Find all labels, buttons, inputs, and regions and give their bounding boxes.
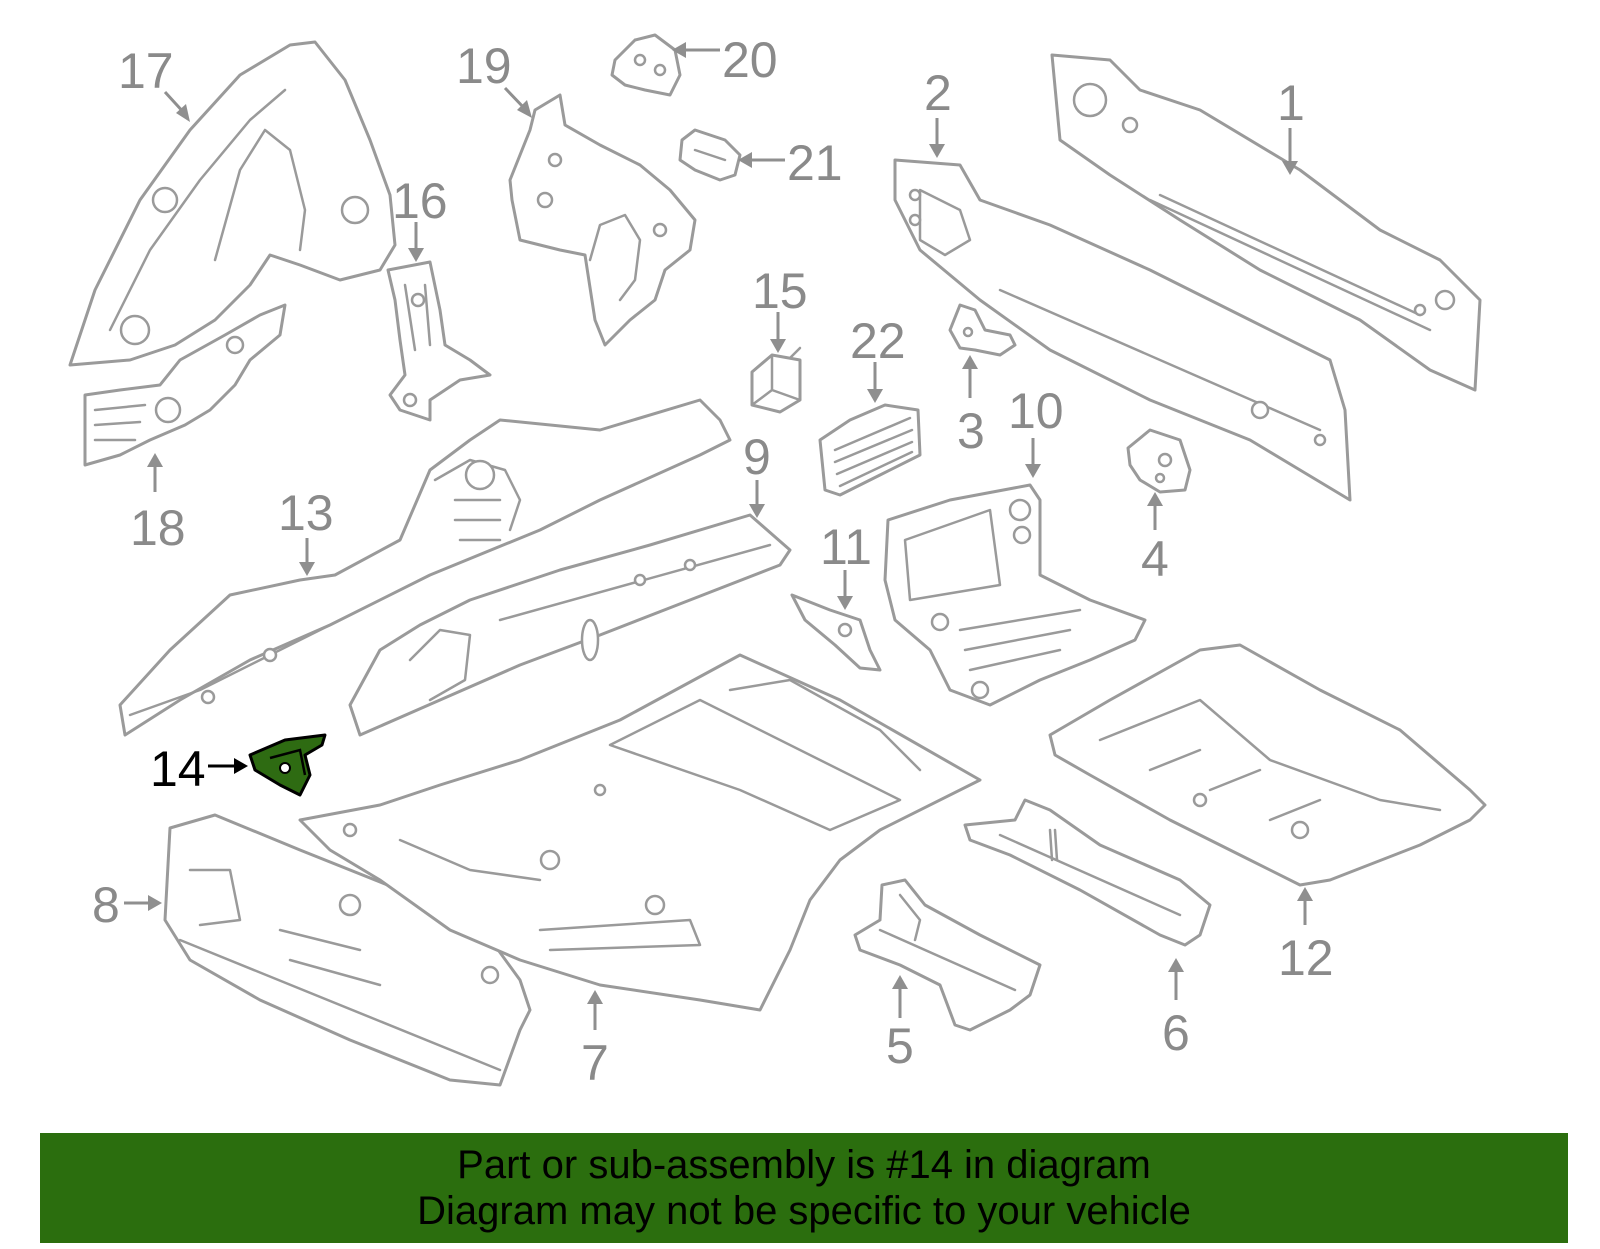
callout-19: 19 <box>456 38 532 118</box>
callout-8: 8 <box>92 877 162 933</box>
callout-16-label: 16 <box>392 173 448 229</box>
callout-22: 22 <box>850 313 906 403</box>
callout-9-label: 9 <box>743 429 771 485</box>
part-2-shape <box>893 158 1352 502</box>
part-4-shape <box>1126 428 1192 494</box>
banner-line-disclaimer: Diagram may not be specific to your vehi… <box>417 1189 1191 1233</box>
part-6-shape <box>963 798 1212 947</box>
part-17-shape <box>68 40 397 367</box>
callout-19-label: 19 <box>456 38 512 94</box>
callout-8-label: 8 <box>92 877 120 933</box>
part-22-shape <box>818 403 922 497</box>
part-5-shape <box>853 878 1042 1032</box>
callout-15-label: 15 <box>752 263 808 319</box>
callout-14-label: 14 <box>150 741 206 797</box>
callout-11-label: 11 <box>820 519 872 575</box>
callout-3: 3 <box>957 355 985 459</box>
notice-banner: Part or sub-assembly is #14 in diagram D… <box>40 1133 1568 1243</box>
callout-6-label: 6 <box>1162 1005 1190 1061</box>
part-15-shape <box>750 346 802 414</box>
callout-13: 13 <box>278 485 334 576</box>
callout-1: 1 <box>1277 75 1305 175</box>
callout-20-label: 20 <box>722 32 778 88</box>
part-11-shape <box>790 593 882 672</box>
callout-12: 12 <box>1278 887 1334 986</box>
callout-21-label: 21 <box>787 135 843 191</box>
callout-20: 20 <box>672 32 778 88</box>
callout-22-label: 22 <box>850 313 906 369</box>
part-8-shape <box>163 813 532 1087</box>
callout-17-label: 17 <box>118 43 174 99</box>
callout-13-label: 13 <box>278 485 334 541</box>
callout-21: 21 <box>738 135 843 191</box>
callout-18: 18 <box>130 453 186 556</box>
callout-6: 6 <box>1162 958 1190 1061</box>
part-21-shape <box>678 128 742 182</box>
callout-16: 16 <box>392 173 448 262</box>
part-19-shape <box>508 93 697 347</box>
banner-line-part-number: Part or sub-assembly is #14 in diagram <box>457 1143 1151 1187</box>
callout-2: 2 <box>924 65 952 158</box>
callout-10: 10 <box>1008 383 1064 478</box>
callout-5: 5 <box>886 975 914 1074</box>
part-7-shape <box>298 653 982 1012</box>
callout-17: 17 <box>118 43 190 122</box>
callout-15: 15 <box>752 263 808 353</box>
callout-11: 11 <box>820 519 872 610</box>
part-18-shape <box>83 303 287 467</box>
callout-4: 4 <box>1141 492 1169 587</box>
callout-2-label: 2 <box>924 65 952 121</box>
part-10-shape <box>883 483 1147 707</box>
callout-1-label: 1 <box>1277 75 1305 131</box>
part-1-shape <box>1050 53 1482 392</box>
part-14-shape <box>248 733 327 797</box>
parts-diagram: 17 19 20 21 16 15 22 2 1 <box>68 32 1487 1091</box>
callout-10-label: 10 <box>1008 383 1064 439</box>
callout-4-label: 4 <box>1141 531 1169 587</box>
part-3-shape <box>948 303 1017 357</box>
part-9-shape <box>348 513 792 737</box>
callout-14: 14 <box>150 741 248 797</box>
callout-12-label: 12 <box>1278 930 1334 986</box>
part-13-shape <box>118 398 732 737</box>
callout-9: 9 <box>743 429 771 518</box>
callout-7: 7 <box>581 990 609 1091</box>
callout-3-label: 3 <box>957 403 985 459</box>
callout-7-label: 7 <box>581 1035 609 1091</box>
part-12-shape <box>1048 643 1487 887</box>
part-16-shape <box>386 260 492 422</box>
callout-18-label: 18 <box>130 500 186 556</box>
part-20-shape <box>610 33 682 97</box>
callout-5-label: 5 <box>886 1018 914 1074</box>
